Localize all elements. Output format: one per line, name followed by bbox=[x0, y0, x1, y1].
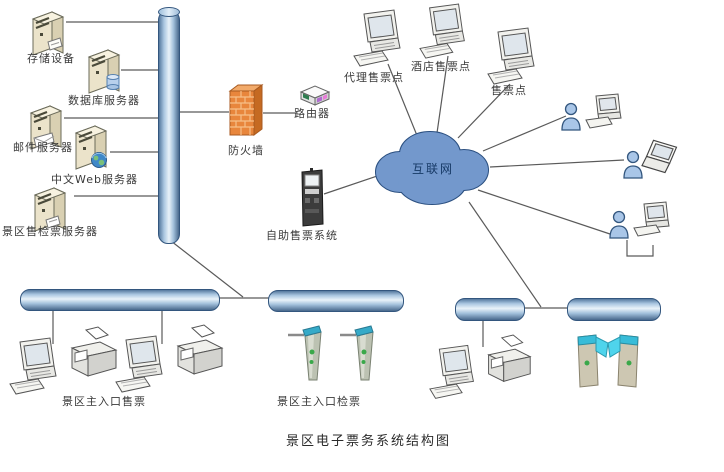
entrance-checking-bus bbox=[268, 290, 404, 312]
web-server-label: 中文Web服务器 bbox=[51, 173, 138, 186]
hotel-ticket-pc-icon bbox=[419, 3, 465, 59]
server-backbone-bus-cap bbox=[158, 7, 180, 17]
secondary-ticketing-bus bbox=[455, 298, 525, 321]
entrance-workstation-1 bbox=[9, 326, 117, 395]
self-service-kiosk-icon bbox=[301, 168, 324, 227]
entrance-ticketing-bus bbox=[20, 289, 220, 311]
mail-server-label: 邮件服务器 bbox=[13, 141, 73, 154]
secondary-workstation bbox=[429, 334, 531, 399]
internet-label: 互联网 bbox=[412, 162, 455, 176]
flap-gate-left bbox=[577, 334, 608, 388]
kiosk-label: 自助售票系统 bbox=[266, 229, 338, 242]
secondary-checking-bus bbox=[567, 298, 661, 321]
internet-user-desktop-icon bbox=[561, 93, 622, 131]
web-server-icon bbox=[74, 124, 108, 170]
database-server-label: 数据库服务器 bbox=[68, 94, 140, 107]
router-icon bbox=[300, 85, 330, 106]
firewall-label: 防火墙 bbox=[228, 144, 264, 157]
diagram-title: 景区电子票务系统结构图 bbox=[286, 434, 452, 449]
flap-gate-right bbox=[608, 334, 639, 388]
entrance-ticketing-label: 景区主入口售票 bbox=[62, 395, 146, 408]
mail-server-icon bbox=[29, 104, 63, 150]
entrance-turnstile-1 bbox=[288, 324, 323, 382]
entrance-turnstile-2 bbox=[340, 324, 375, 382]
router-label: 路由器 bbox=[294, 107, 330, 120]
internet-user-desktop2-icon bbox=[609, 201, 670, 239]
ticket-point-label: 售票点 bbox=[491, 84, 527, 97]
storage-device-label: 存储设备 bbox=[27, 52, 75, 65]
storage-device-icon bbox=[31, 10, 65, 56]
firewall-icon bbox=[229, 84, 263, 136]
ticketing-server-label: 景区售检票服务器 bbox=[2, 225, 98, 238]
agent-ticket-label: 代理售票点 bbox=[344, 71, 404, 84]
entrance-workstation-2 bbox=[115, 324, 223, 393]
server-backbone-bus bbox=[158, 10, 180, 244]
ticket-point-pc-icon bbox=[487, 27, 535, 85]
agent-ticket-pc-icon bbox=[353, 9, 401, 67]
hotel-ticket-label: 酒店售票点 bbox=[411, 60, 471, 73]
ticketing-server-icon bbox=[33, 186, 67, 232]
entrance-checking-label: 景区主入口检票 bbox=[277, 395, 361, 408]
database-server-icon bbox=[87, 48, 121, 94]
internet-user-laptop-icon bbox=[623, 139, 678, 179]
